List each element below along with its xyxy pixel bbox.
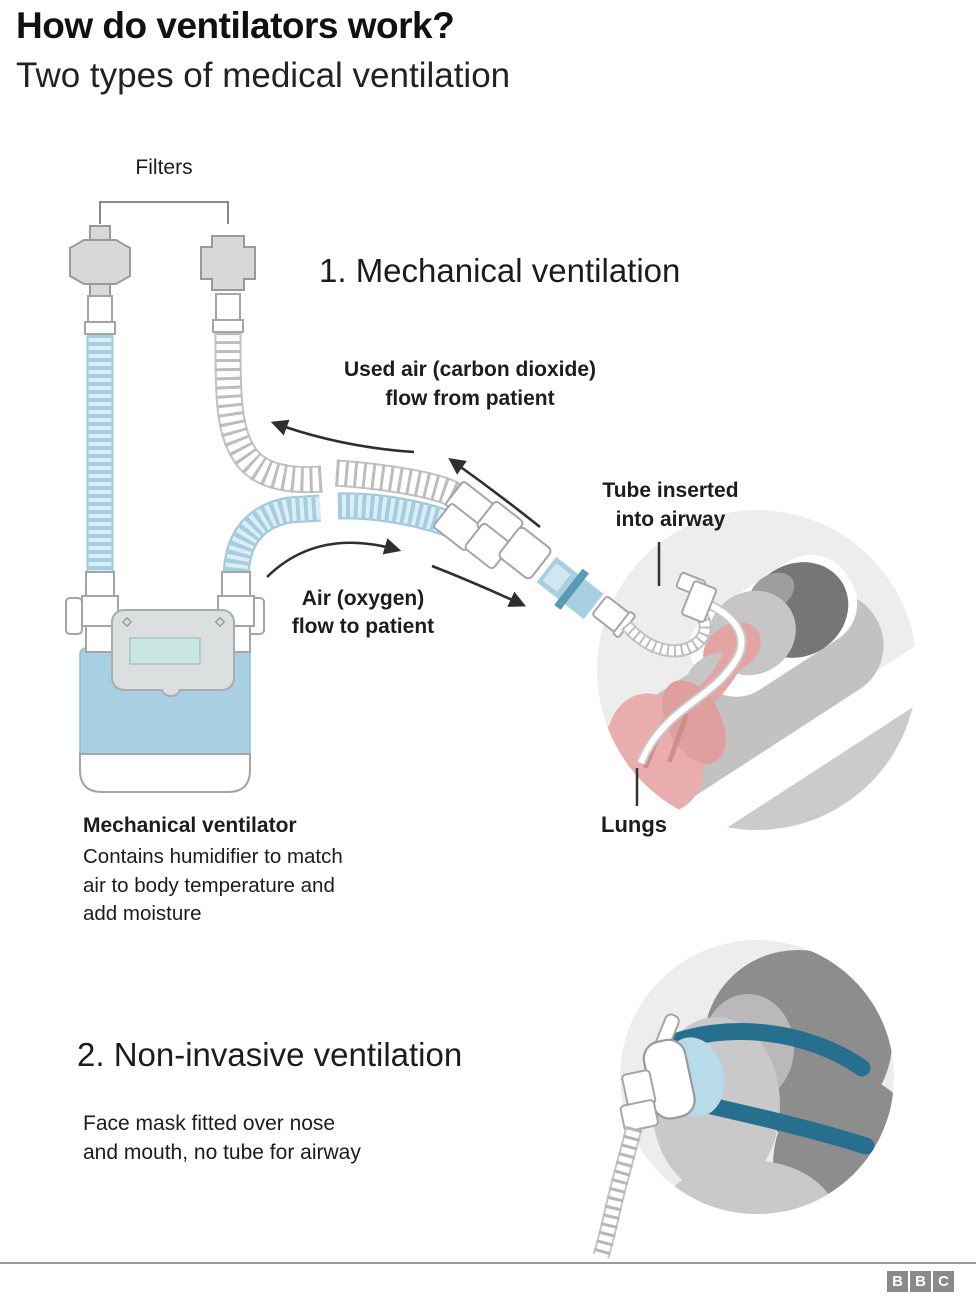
filter-flat-icon <box>69 225 131 335</box>
machine-base <box>79 753 251 793</box>
ventilator-caption-title: Mechanical ventilator <box>83 814 297 837</box>
airway-elbow-connector <box>675 571 718 623</box>
filter-cross-icon <box>200 235 256 333</box>
tube-inserted-label: Tube inserted into airway <box>602 479 739 531</box>
used-air-label: Used air (carbon dioxide) flow from pati… <box>343 358 597 410</box>
airway-tube-shape <box>638 600 745 765</box>
used-air-arrow-right <box>448 458 541 529</box>
y-connector <box>433 481 552 580</box>
used-air-arrow-left <box>270 419 415 454</box>
mask-elbow-connector <box>619 1069 659 1133</box>
page-title: How do ventilators work? <box>16 5 455 46</box>
section-2-heading: 2. Non-invasive ventilation <box>77 1036 463 1073</box>
mask-hose <box>592 1125 643 1259</box>
bbc-logo: B <box>887 1271 908 1292</box>
filters-label: Filters <box>135 156 193 179</box>
lungs-label: Lungs <box>601 812 667 837</box>
filters-bracket <box>99 201 229 224</box>
patient-illustration <box>597 510 917 830</box>
ventilator-machine <box>65 571 265 793</box>
tracheal-tube-connector <box>536 556 718 658</box>
face-mask-caption: Face mask fitted over nose and mouth, no… <box>83 1112 361 1164</box>
page-subtitle: Two types of medical ventilation <box>16 56 511 95</box>
bed-shape <box>627 637 917 830</box>
machine-port-left <box>81 571 119 653</box>
section-1-heading: 1. Mechanical ventilation <box>319 252 681 289</box>
oxygen-arrow-left <box>266 538 402 578</box>
oxygen-arrow-right <box>431 564 527 607</box>
bbc-logo: B <box>910 1271 931 1292</box>
ventilator-caption-body: Contains humidifier to match air to body… <box>83 845 343 925</box>
sheet-shape <box>602 598 917 830</box>
bbc-logo: C <box>933 1271 954 1292</box>
air-oxygen-label: Air (oxygen) flow to patient <box>291 587 435 638</box>
machine-screen <box>129 637 201 665</box>
machine-control-panel <box>111 609 235 697</box>
footer-rule <box>0 1262 976 1264</box>
